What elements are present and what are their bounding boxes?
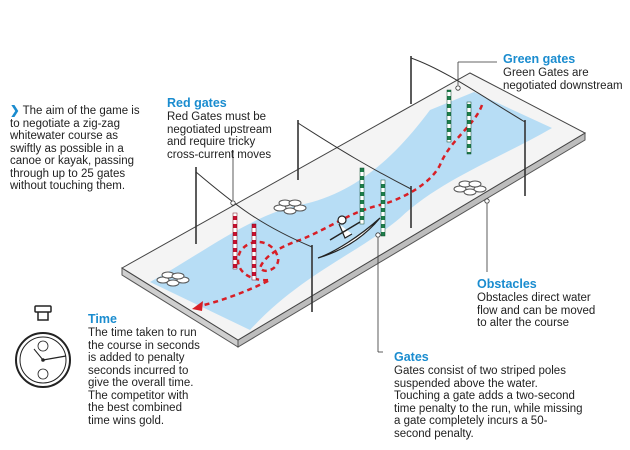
obstacle-left (156, 271, 190, 287)
red-gates-callout: Red gates Red Gates must be negotiated u… (167, 96, 287, 161)
time-callout: Time The time taken to run the course in… (88, 312, 200, 427)
stopwatch-icon (15, 305, 71, 388)
red-gate-pole-1 (232, 212, 238, 270)
green-gates-callout: Green gates Green Gates are negotiated d… (503, 52, 628, 92)
chevron-right-icon: ❯ (10, 105, 20, 117)
red-gates-title: Red gates (167, 96, 227, 110)
canoe-icon (317, 215, 381, 259)
green-gate-pole-1 (359, 167, 365, 225)
red-gate-pole-2 (251, 223, 257, 281)
obstacles-callout: Obstacles Obstacles direct water flow an… (477, 277, 597, 330)
course-arrowhead (192, 301, 203, 311)
gates-body: Gates consist of two striped poles suspe… (394, 365, 583, 440)
obstacles-title: Obstacles (477, 277, 537, 291)
obstacle-middle (273, 199, 307, 215)
green-gate-pole-3 (446, 89, 452, 143)
green-gate-pole-4 (466, 101, 472, 155)
obstacles-body: Obstacles direct water flow and can be m… (477, 292, 596, 329)
gates-callout: Gates Gates consist of two striped poles… (394, 350, 584, 440)
water-channel (150, 92, 552, 330)
green-gates-body: Green Gates are negotiated downstream (503, 67, 623, 92)
red-gates-body: Red Gates must be negotiated upstream an… (167, 111, 272, 161)
time-body: The time taken to run the course in seco… (88, 327, 200, 427)
gate-wires (195, 57, 526, 248)
green-gates-title: Green gates (503, 52, 576, 66)
intro-text: The aim of the game is to negotiate a zi… (10, 105, 140, 192)
time-title: Time (88, 312, 117, 326)
obstacle-right (453, 180, 487, 196)
gates-title: Gates (394, 350, 429, 364)
green-gate-pole-2 (380, 179, 386, 237)
intro-text-block: ❯The aim of the game is to negotiate a z… (10, 105, 150, 193)
